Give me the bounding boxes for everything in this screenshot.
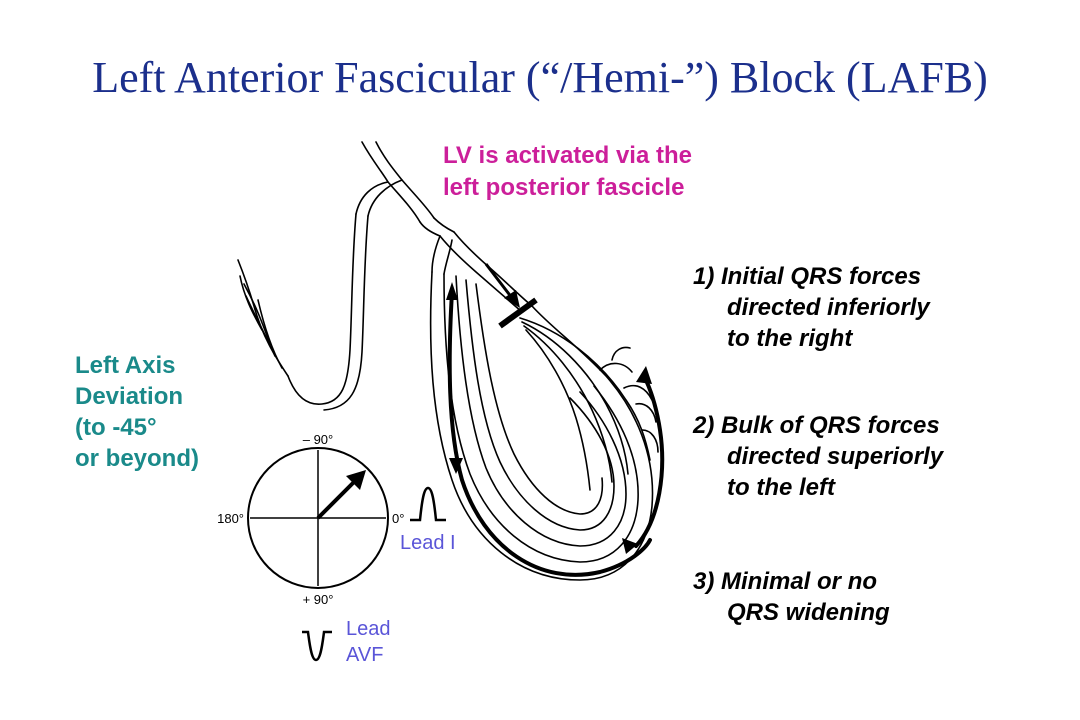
block-arrow [484, 263, 520, 308]
lv-note-line-2: left posterior fascicle [443, 174, 685, 201]
lv-activation-note: LV is activated via the left posterior f… [443, 140, 692, 204]
lead-i-waveform [410, 486, 446, 522]
lead-avf-label-line-2: AVF [346, 644, 384, 666]
arrowhead-up-right [636, 366, 652, 384]
point-3-line-2: QRS widening [727, 599, 890, 626]
left-axis-deviation-note: Left Axis Deviation (to -45° or beyond) [75, 350, 199, 474]
axis-vector-arrowhead [346, 470, 366, 490]
left-ventricle [429, 271, 659, 581]
lead-avf-label-line-1: Lead [346, 618, 391, 640]
axis-note-line-2: Deviation [75, 383, 184, 410]
axis-note-line-4: or beyond) [75, 445, 199, 472]
activation-path-superior [634, 374, 665, 548]
lv-note-line-1: LV is activated via the [443, 142, 692, 169]
axis-label-right: 0° [392, 511, 404, 526]
axis-label-left: 180° [217, 511, 244, 526]
activation-path [447, 290, 665, 577]
arrowhead-down [449, 458, 463, 474]
point-2-line-2: directed superiorly [727, 443, 944, 470]
point-3-line-1: 3) Minimal or no [693, 568, 878, 595]
activation-arrowheads [446, 282, 652, 554]
axis-label-top: – 90° [303, 432, 334, 447]
axis-vector [316, 477, 359, 520]
arrowhead-lower-right [622, 538, 638, 554]
axis-label-bottom: + 90° [303, 592, 334, 607]
activation-path-inferior [447, 290, 652, 577]
lead-avf-label: Lead AVF [346, 616, 391, 668]
point-1: 1) Initial QRS forces directed inferiorl… [693, 261, 930, 354]
axis-note-line-3: (to -45° [75, 414, 157, 441]
point-1-line-3: to the right [727, 325, 853, 352]
lead-avf-waveform [302, 630, 332, 662]
point-2: 2) Bulk of QRS forces directed superiorl… [693, 410, 943, 503]
slide-title: Left Anterior Fascicular (“/Hemi-”) Bloc… [92, 53, 988, 102]
axis-circle: – 90° + 90° 180° 0° [217, 432, 404, 607]
point-2-line-3: to the left [727, 474, 835, 501]
arrowhead-up-left [446, 282, 458, 300]
point-1-line-2: directed inferiorly [727, 294, 930, 321]
axis-note-line-1: Left Axis [75, 352, 176, 379]
right-bundle-branch [237, 213, 369, 411]
fascicular-block-bar [498, 297, 538, 329]
lead-i-label: Lead I [400, 532, 456, 554]
point-1-line-1: 1) Initial QRS forces [693, 263, 922, 290]
point-3: 3) Minimal or no QRS widening [693, 566, 890, 628]
point-2-line-1: 2) Bulk of QRS forces [693, 412, 940, 439]
his-bundle [355, 141, 455, 237]
